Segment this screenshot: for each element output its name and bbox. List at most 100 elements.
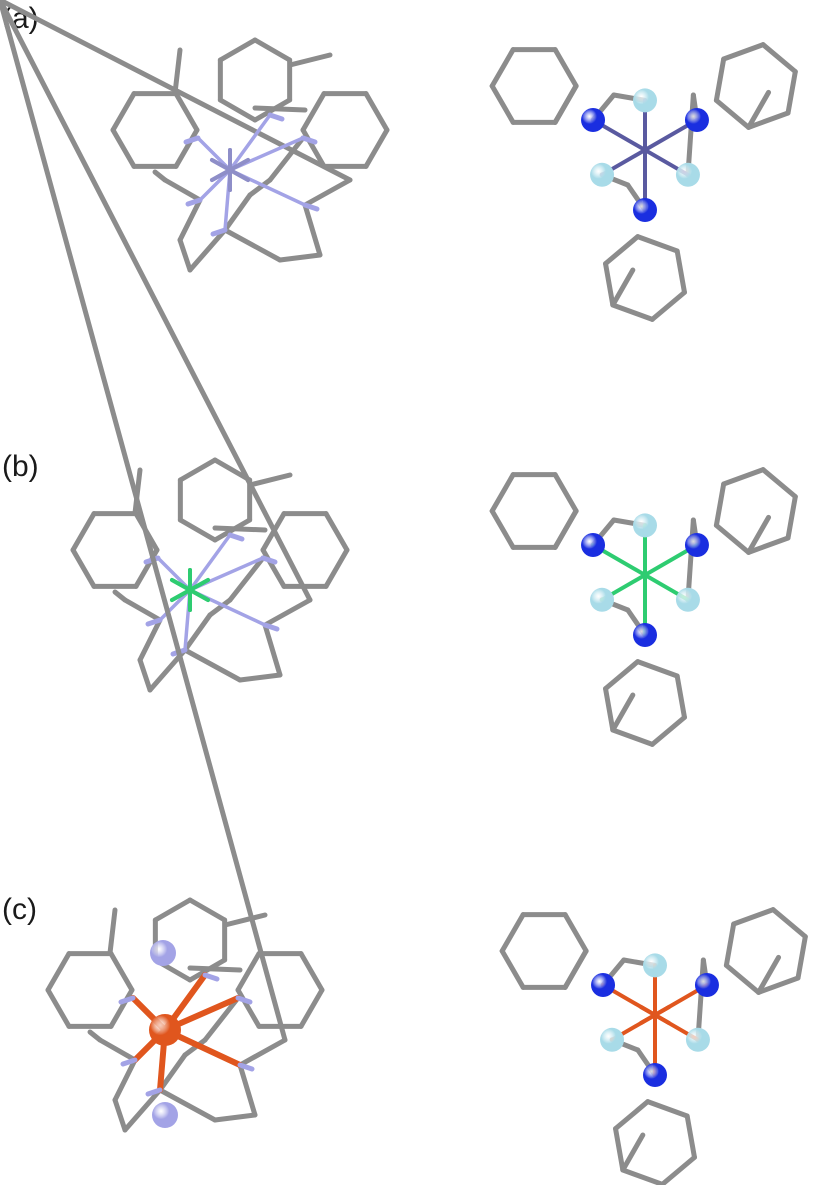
n-stick xyxy=(302,202,320,212)
n-stick xyxy=(262,622,280,632)
pyridine-ring xyxy=(499,912,526,954)
backbone-bond xyxy=(187,227,228,273)
pyridine-ring xyxy=(45,987,72,1029)
methyl-bond xyxy=(212,525,268,533)
n-stick xyxy=(237,1062,255,1072)
n-stick xyxy=(145,1087,163,1097)
n-stick xyxy=(145,617,163,627)
backbone-bond xyxy=(302,202,323,258)
pyridine-n-atom xyxy=(581,533,606,557)
n-stick xyxy=(202,972,220,982)
n-stick xyxy=(183,135,201,145)
pyridine-ring xyxy=(713,481,727,528)
pyridine-ring xyxy=(613,1099,651,1132)
pyridine-ring xyxy=(489,47,516,89)
methyl-bond xyxy=(187,965,243,973)
pyridine-ring xyxy=(363,127,390,169)
amine-n-atom xyxy=(675,587,700,612)
pyridine-ring xyxy=(173,127,200,169)
metal-n-bond xyxy=(196,136,232,172)
backbone-bond xyxy=(262,597,313,628)
pyridine-n-atom xyxy=(684,533,709,557)
pyridine-ring xyxy=(610,302,655,322)
methyl-bond xyxy=(746,514,772,555)
side-view-c xyxy=(0,0,325,1133)
backbone-bond xyxy=(112,1097,128,1133)
amine-n-atom xyxy=(590,162,615,187)
pyridine-ring xyxy=(177,517,218,543)
methyl-bond xyxy=(287,52,333,68)
arm-bond xyxy=(695,957,706,1043)
amine-n-atom xyxy=(600,1027,625,1052)
backbone-bond xyxy=(0,0,288,1043)
pyridine-ring xyxy=(108,987,135,1029)
n-stick xyxy=(210,227,228,237)
pyridine-ring xyxy=(235,987,262,1029)
pyridine-ring xyxy=(674,673,687,720)
n-atom xyxy=(150,940,176,966)
panel-label-c: (c) xyxy=(2,893,37,926)
backbone-bond xyxy=(177,197,203,243)
methyl-bond xyxy=(107,907,118,956)
pyridine-ring xyxy=(674,248,687,295)
backbone-bond xyxy=(177,237,193,273)
pyridine-ring xyxy=(152,897,193,923)
backbone-bond xyxy=(97,1037,138,1063)
pyridine-ring xyxy=(177,457,218,483)
pyridine-ring xyxy=(723,962,762,995)
backbone-bond xyxy=(122,597,163,623)
pyridine-ring xyxy=(721,467,766,487)
backbone-bond xyxy=(222,227,283,263)
n-stick xyxy=(120,1057,138,1067)
methyl-bond xyxy=(222,912,268,928)
arm-bond xyxy=(685,517,696,603)
pyridine-ring xyxy=(603,686,616,733)
backbone-bond xyxy=(222,192,253,233)
methyl-bond xyxy=(610,692,636,733)
backbone-bond xyxy=(137,617,163,663)
backbone-bond xyxy=(112,589,128,603)
top-view-c xyxy=(499,907,808,1185)
pyridine-ring xyxy=(785,494,798,541)
top-view-b xyxy=(489,467,798,747)
pyridine-ring xyxy=(713,522,752,555)
n-stick xyxy=(267,112,285,122)
pyridine-ring xyxy=(70,547,97,589)
n-stick xyxy=(235,995,253,1005)
backbone-bond xyxy=(227,555,266,603)
pyridine-ring xyxy=(323,547,350,589)
pyridine-ring xyxy=(489,508,516,550)
pyridine-ring xyxy=(70,511,97,553)
amine-n-atom xyxy=(643,953,667,978)
pyridine-ring xyxy=(603,659,641,692)
pyridine-ring xyxy=(649,289,687,322)
pyridine-ring xyxy=(562,912,589,954)
pyridine-ring xyxy=(770,907,808,940)
pyridine-ring xyxy=(659,1154,697,1185)
methyl-bond xyxy=(552,84,578,125)
metal-atom xyxy=(149,1014,181,1046)
methyl-bond xyxy=(552,509,578,550)
pyridine-n-atom xyxy=(581,108,606,132)
methyl-bond xyxy=(132,467,143,516)
backbone-bond xyxy=(112,1057,138,1103)
pyridine-ring xyxy=(756,975,801,995)
backbone-bond xyxy=(207,597,233,618)
pyridine-ring xyxy=(649,714,687,747)
pyridine-ring xyxy=(603,234,641,267)
pyridine-ring xyxy=(489,83,516,125)
backbone-bond xyxy=(0,0,353,183)
pyridine-ring xyxy=(187,897,228,923)
side-view-a xyxy=(0,0,390,273)
methyl-bond xyxy=(756,954,782,995)
backbone-bond xyxy=(237,1037,288,1068)
pyridine-n-atom xyxy=(591,973,616,997)
n-stick xyxy=(300,135,318,145)
top-view-a xyxy=(489,42,798,322)
n-atom xyxy=(152,1102,178,1128)
pyridine-ring xyxy=(795,934,808,981)
n-stick xyxy=(227,532,245,542)
backbone-bond xyxy=(267,135,306,183)
pyridine-ring xyxy=(760,467,798,500)
backbone-bond xyxy=(122,1087,163,1133)
